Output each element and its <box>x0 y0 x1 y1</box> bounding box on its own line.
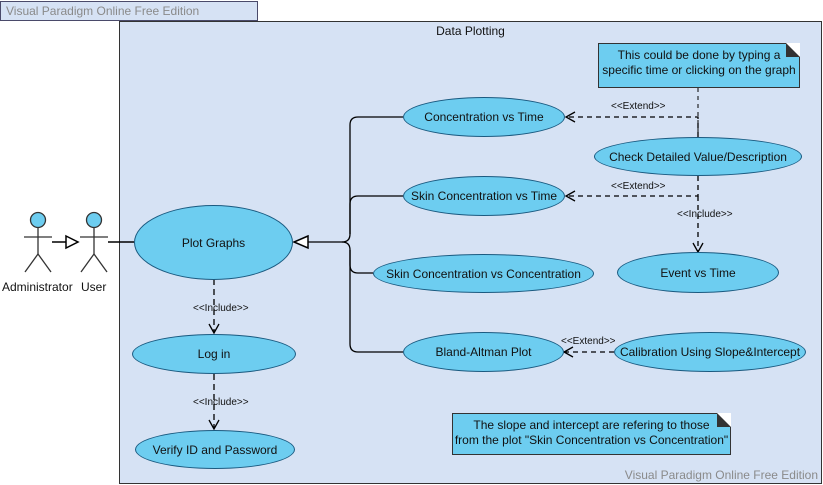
generalization-conc-time <box>308 116 403 243</box>
actor-user[interactable]: User <box>81 280 107 294</box>
usecase-check-detailed-value[interactable]: Check Detailed Value/Description <box>594 137 802 176</box>
include-label-event: <<Include>> <box>677 209 733 220</box>
note-detail-line-2: specific time or clicking on the graph <box>602 63 796 77</box>
actor-administrator[interactable]: Administrator <box>2 280 73 294</box>
extend-label-bland-altman: <<Extend>> <box>561 336 616 347</box>
note-slope-line-1: The slope and intercept are refering to … <box>473 418 710 432</box>
usecase-plot-graphs[interactable]: Plot Graphs <box>134 205 293 280</box>
generalization-arrowhead <box>65 234 80 250</box>
usecase-concentration-vs-time[interactable]: Concentration vs Time <box>403 97 565 137</box>
generalization-arrowhead-plot <box>292 234 309 250</box>
watermark-top: Visual Paradigm Online Free Edition <box>6 4 200 18</box>
extend-line-conc-time <box>566 116 699 137</box>
include-label-login: <<Include>> <box>193 303 249 314</box>
watermark-bottom: Visual Paradigm Online Free Edition <box>624 468 818 482</box>
extend-label-skin-conc-time: <<Extend>> <box>611 181 666 192</box>
watermark-tab <box>0 1 258 21</box>
usecase-bland-altman-plot[interactable]: Bland-Altman Plot <box>403 332 564 372</box>
generalization-bland-altman <box>349 250 403 353</box>
note-slope-line-2: from the plot "Skin Concentration vs Con… <box>454 433 729 447</box>
generalization-skin-conc-time <box>349 195 403 234</box>
usecase-event-vs-time[interactable]: Event vs Time <box>617 252 779 293</box>
usecase-log-in[interactable]: Log in <box>132 334 296 374</box>
include-arrow-login <box>208 323 220 335</box>
note-detail-line-1: This could be done by typing a <box>617 48 781 62</box>
usecase-skin-concentration-vs-concentration[interactable]: Skin Concentration vs Concentration <box>373 254 594 293</box>
administrator-figure <box>24 211 52 273</box>
usecase-calibration[interactable]: Calibration Using Slope&Intercept <box>614 332 806 372</box>
note-fold-corner <box>786 43 800 57</box>
usecase-verify-id-password[interactable]: Verify ID and Password <box>135 430 295 469</box>
generalization-skin-conc-conc <box>341 241 373 274</box>
note-fold-corner <box>717 413 731 427</box>
extend-arrow-skin-conc-time <box>564 190 576 202</box>
extend-arrow-bland-altman <box>562 346 574 358</box>
note-slope-intercept[interactable]: The slope and intercept are refering to … <box>452 413 731 455</box>
extend-label-conc-time: <<Extend>> <box>611 101 666 112</box>
include-arrow-verify <box>208 419 220 431</box>
user-figure <box>80 211 108 273</box>
system-title: Data Plotting <box>436 24 505 38</box>
include-label-verify: <<Include>> <box>193 397 249 408</box>
usecase-skin-concentration-vs-time[interactable]: Skin Concentration vs Time <box>403 176 565 216</box>
note-detail-input[interactable]: This could be done by typing a specific … <box>598 43 800 88</box>
extend-arrow-conc-time <box>564 111 576 123</box>
